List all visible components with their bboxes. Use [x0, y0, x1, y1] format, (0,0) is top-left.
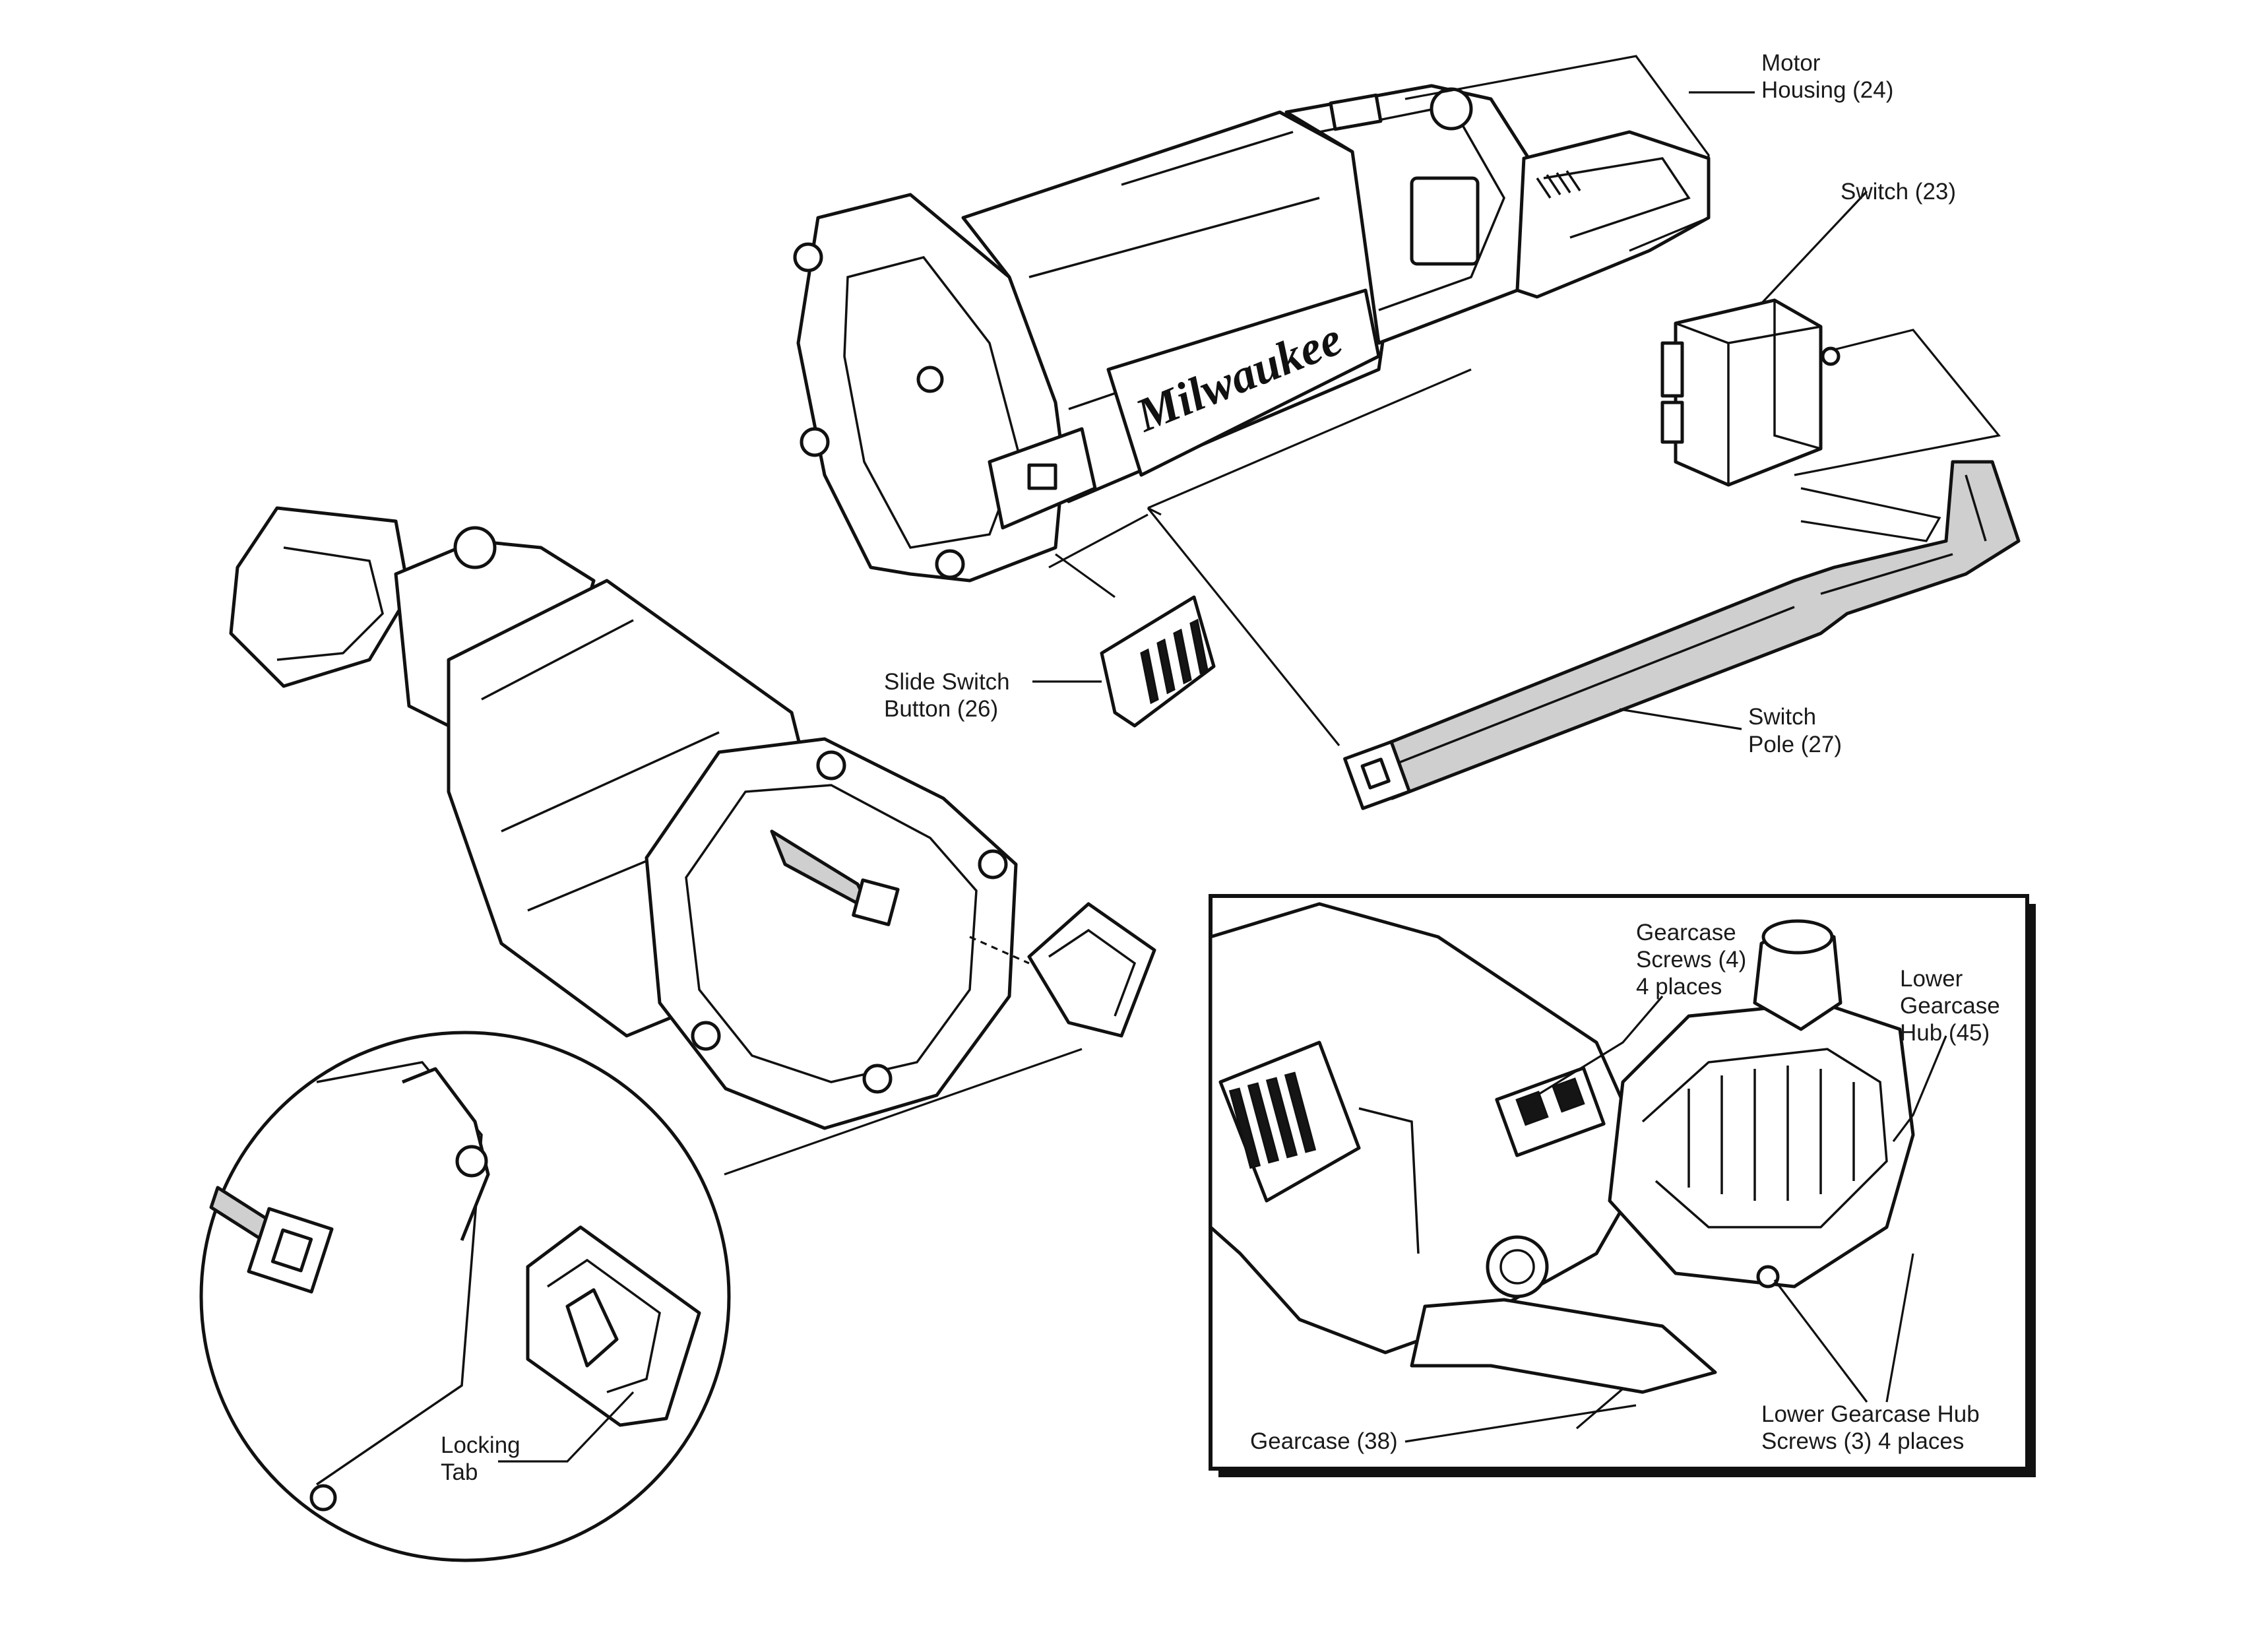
switch-part-drawing [1660, 190, 2001, 542]
label-gearcase: Gearcase (38) [1250, 1428, 1398, 1454]
label-motor-housing: Motor Housing (24) [1761, 50, 1893, 103]
label-locking-tab: Locking Tab [441, 1432, 526, 1485]
slide-switch-button-drawing [1048, 513, 1216, 728]
switch-pole-drawing [1147, 368, 2021, 810]
motor-housing-leader-box [1404, 55, 1755, 252]
gearcase-leaders [1404, 995, 1947, 1443]
motor-assembly-drawing [229, 506, 1156, 1130]
motor-housing-drawing: Milwaukee [793, 84, 1711, 583]
label-lower-gearcase-hub-screws: Lower Gearcase Hub Screws (3) 4 places [1761, 1401, 1986, 1454]
label-switch-pole: Switch Pole (27) [1748, 704, 1842, 757]
label-lower-gearcase-hub: Lower Gearcase Hub (45) [1900, 966, 2006, 1046]
locking-tab-detail-circle [199, 1031, 1083, 1562]
label-slide-switch-button: Slide Switch Button (26) [884, 669, 1016, 722]
label-switch: Switch (23) [1841, 179, 1956, 205]
label-gearcase-screws: Gearcase Screws (4) 4 places [1636, 920, 1753, 1000]
